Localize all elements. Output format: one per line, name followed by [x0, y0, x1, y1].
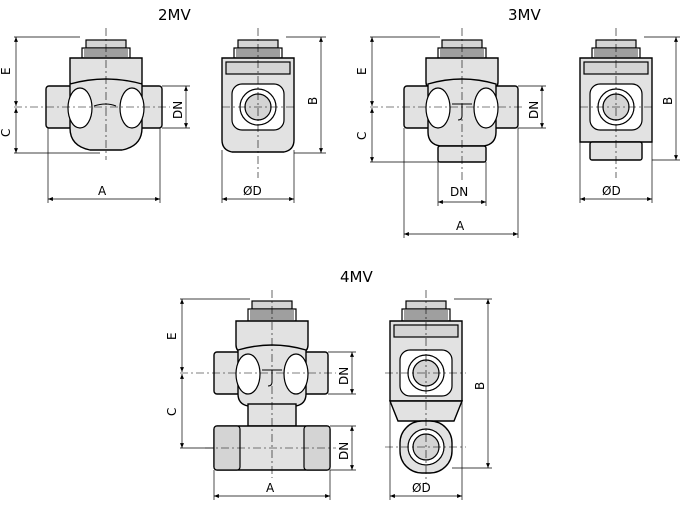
valve-3mv-side-view — [579, 28, 654, 178]
valve-2mv-side-view — [221, 28, 296, 178]
dim-label-b: B — [661, 97, 675, 105]
dim-label-dn: DN — [337, 367, 351, 385]
dim-label-b: B — [306, 97, 320, 105]
dim-label-dn: DN — [337, 442, 351, 460]
dim-label-od: ØD — [602, 184, 621, 198]
valve-2mv-front-view — [14, 28, 170, 160]
dims-2mv: E C A DN — [0, 36, 190, 203]
valve-4mv-front-view — [180, 290, 336, 478]
dims-4mv: E C DN DN A — [165, 298, 356, 500]
dim-label-e: E — [355, 67, 369, 75]
dims-2mv-side: B ØD — [221, 36, 326, 203]
dim-label-dn: DN — [527, 101, 541, 119]
dim-label-e: E — [165, 332, 179, 340]
valve-4mv-side-view — [385, 290, 466, 484]
dim-label-od: ØD — [412, 481, 431, 495]
dim-label-dn: DN — [171, 101, 185, 119]
title-3mv: 3MV — [508, 6, 541, 24]
dims-3mv-side: B ØD — [579, 36, 680, 203]
dim-label-c: C — [165, 408, 179, 416]
dim-label-a: A — [266, 481, 275, 495]
dim-label-dn: DN — [450, 185, 468, 199]
dim-label-od: ØD — [243, 184, 262, 198]
dim-label-a: A — [456, 219, 465, 233]
title-4mv: 4MV — [340, 268, 373, 286]
dim-label-e: E — [0, 67, 13, 75]
title-2mv: 2MV — [158, 6, 191, 24]
dims-4mv-side: B ØD — [389, 298, 492, 500]
dim-label-c: C — [0, 129, 13, 137]
dim-label-c: C — [355, 132, 369, 140]
dims-3mv: E C DN A DN — [355, 36, 546, 238]
dim-label-a: A — [98, 184, 107, 198]
dim-label-b: B — [473, 382, 487, 390]
valve-3mv-front-view — [370, 28, 525, 180]
